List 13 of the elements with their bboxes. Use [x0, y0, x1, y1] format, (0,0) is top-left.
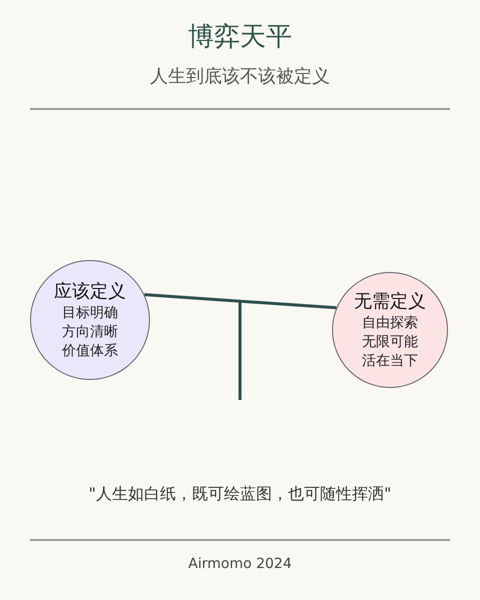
node-item: 价值体系 — [62, 342, 118, 360]
node-item: 无限可能 — [362, 332, 418, 352]
node-item: 目标明确 — [62, 304, 118, 323]
title: 博弈天平 — [188, 22, 292, 54]
node-item: 方向清晰 — [62, 322, 118, 342]
node-heading: 应该定义 — [54, 280, 126, 304]
node-item: 活在当下 — [362, 352, 418, 370]
node-item: 自由探索 — [362, 314, 418, 333]
node-heading: 无需定义 — [354, 290, 426, 314]
subtitle: 人生到底该不该被定义 — [150, 66, 330, 88]
credit-text: Airmomo 2024 — [188, 556, 292, 573]
balance-beam — [144, 293, 337, 310]
quote-text: "人生如白纸，既可绘蓝图，也可随性挥洒" — [88, 484, 392, 504]
